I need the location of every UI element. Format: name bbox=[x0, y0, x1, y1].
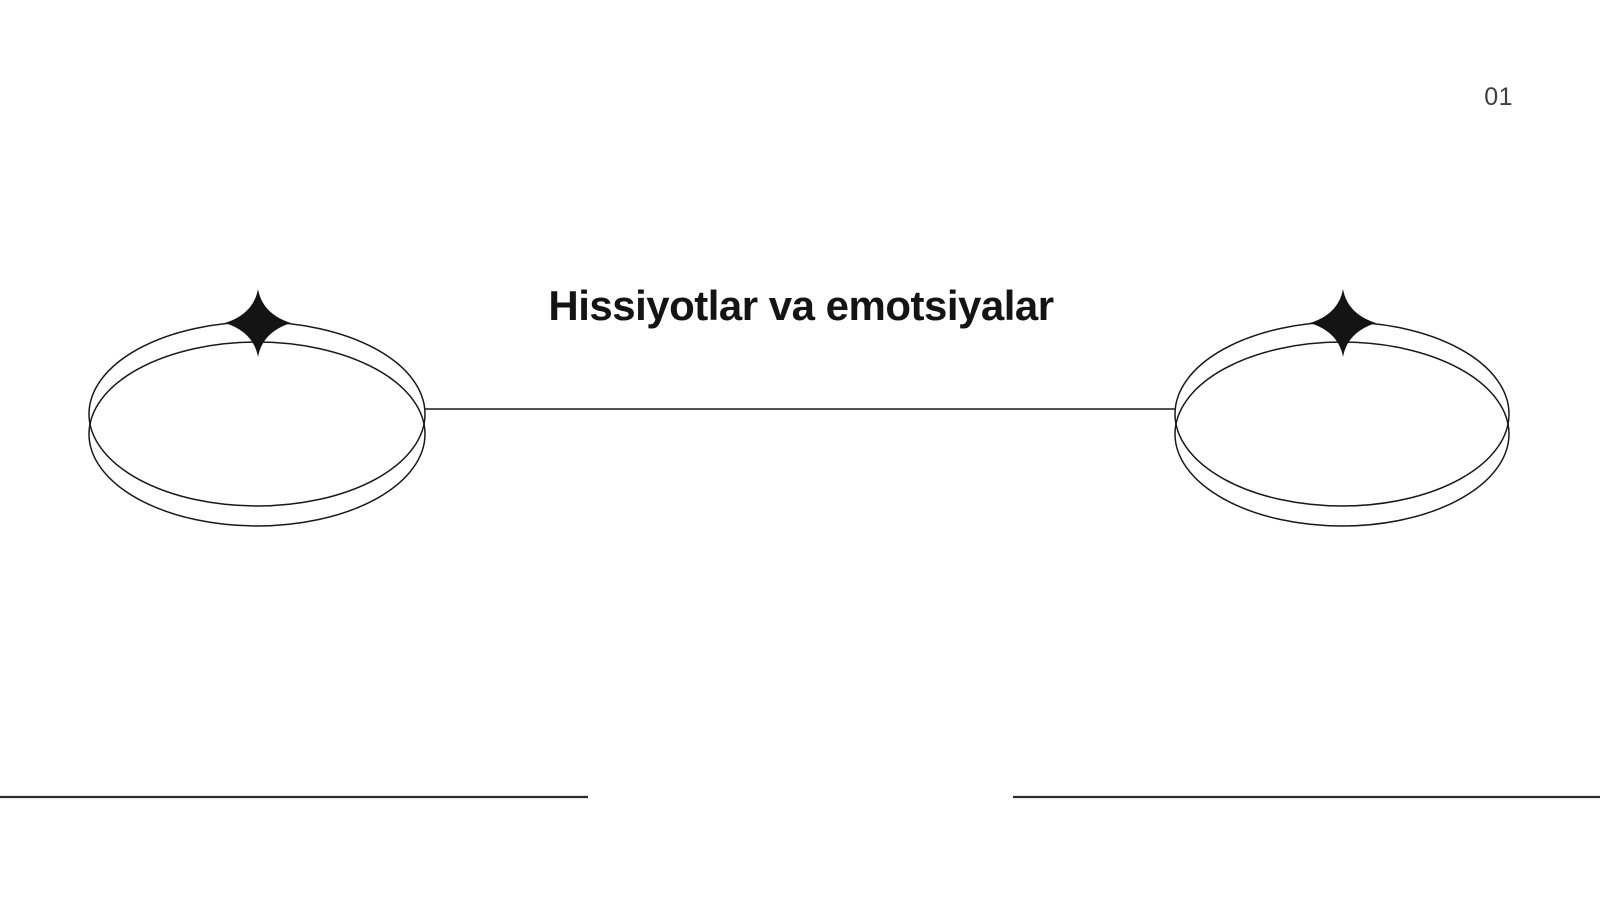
left-ring-lower-ellipse bbox=[88, 341, 426, 527]
left-sparkle-icon bbox=[225, 289, 291, 357]
page-title: Hissiyotlar va emotsiyalar bbox=[548, 282, 1054, 329]
right-ring-lower-ellipse bbox=[1174, 341, 1510, 527]
left-ring bbox=[88, 289, 426, 527]
page-number: 01 bbox=[1484, 83, 1513, 111]
right-ring bbox=[1174, 289, 1510, 527]
right-sparkle-icon bbox=[1310, 289, 1376, 357]
